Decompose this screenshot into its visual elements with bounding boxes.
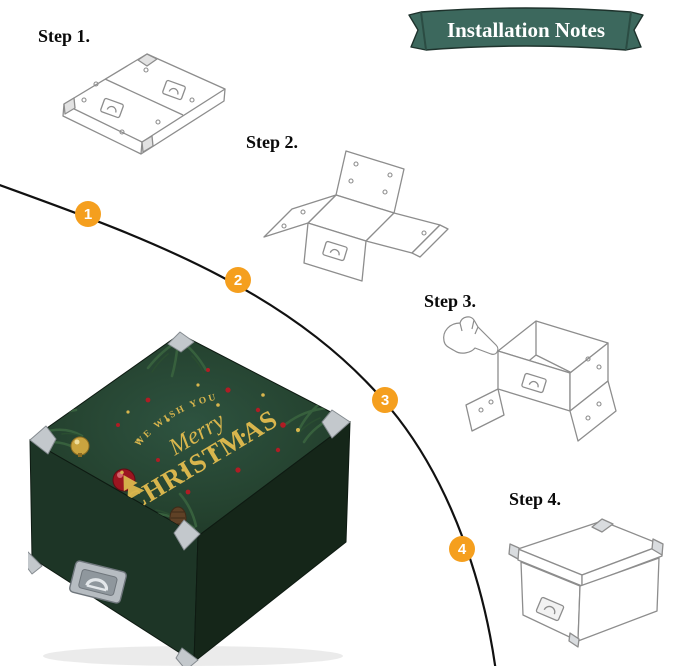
bottom-right-flap [569,380,617,442]
ribbon-fold-right [625,11,632,51]
step-marker-3: 3 [372,387,398,413]
latch-handle-icon [521,372,547,394]
step-marker-1: 1 [75,201,101,227]
metal-corner-icon [63,97,76,115]
metal-corner-icon [651,538,664,556]
banner-title: Installation Notes [447,18,605,42]
step-3-illustration [443,316,617,442]
latch-handle-icon [162,79,186,101]
marker-number: 2 [233,271,243,289]
metal-corner-icon [568,632,580,648]
step-1-label: Step 1. [38,26,91,46]
hand-icon [443,316,499,355]
latch-handle-icon [100,97,124,119]
step-marker-4: 4 [449,536,475,562]
step-2-label: Step 2. [246,132,299,152]
metal-corner-icon [591,518,614,533]
christmas-box-photo: WE WISH YOU Merry CHRISTMAS [28,331,351,666]
step-4-illustration [508,518,664,648]
metal-corner-icon [508,543,520,560]
fold-line [104,78,184,116]
step-4-label: Step 4. [509,489,562,509]
metal-corner-icon [141,135,154,153]
ribbon-fold-left [420,11,427,51]
step-1-illustration [62,53,226,155]
marker-number: 3 [380,391,390,409]
marker-number: 1 [83,205,93,223]
latch-handle-icon [535,596,565,622]
installation-notes-banner: Installation Notes [408,7,644,51]
step-2-illustration [263,150,449,282]
metal-corner-icon [137,53,158,67]
step-marker-2: 2 [225,267,251,293]
bottom-flap [465,388,505,432]
screw-holes [81,67,195,135]
lid-skirt-right [581,544,663,587]
body-front-right [577,557,660,642]
step-3-label: Step 3. [424,291,477,311]
marker-number: 4 [457,540,467,558]
